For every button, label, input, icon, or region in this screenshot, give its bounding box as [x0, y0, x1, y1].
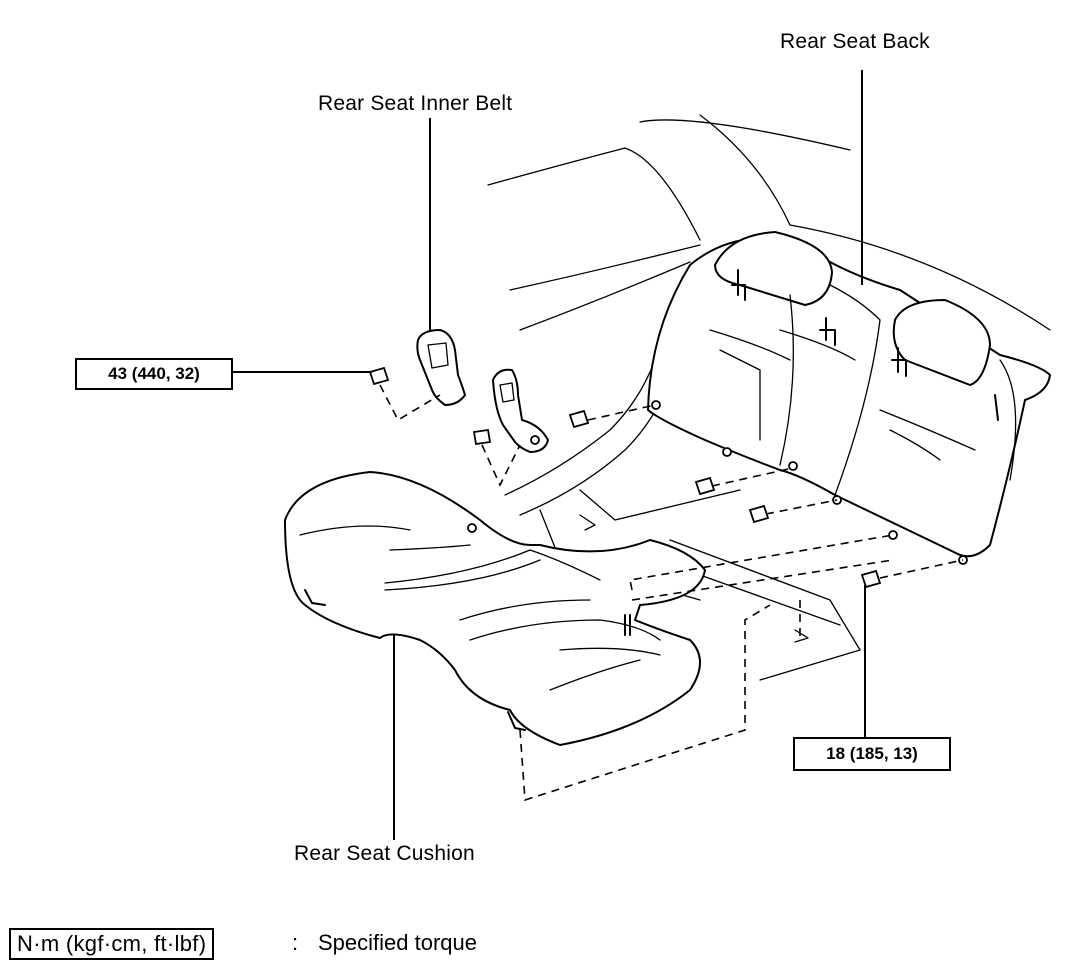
bolt-belt-left [368, 366, 390, 386]
label-rear-seat-inner-belt: Rear Seat Inner Belt [318, 92, 513, 115]
bolts [368, 366, 882, 589]
legend-units-box: N·m (kgf·cm, ft·lbf) [9, 928, 215, 960]
torque-spec-cushion-bolt: 18 (185, 13) [793, 737, 951, 771]
bolt-back-2 [694, 476, 716, 496]
legend-description: Specified torque [318, 930, 477, 955]
fastener-dashed-lines [379, 384, 964, 802]
bolt-belt-right [472, 428, 492, 446]
legend-separator: : [292, 930, 299, 955]
label-rear-seat-back: Rear Seat Back [780, 30, 930, 53]
bolt-cushion [860, 569, 882, 589]
leader-lines [230, 70, 866, 840]
rear-seat-inner-belt-drawing [416, 329, 549, 453]
bolt-back-1 [568, 409, 590, 429]
rear-seat-cushion-drawing [284, 471, 706, 746]
label-rear-seat-cushion: Rear Seat Cushion [294, 842, 475, 865]
torque-spec-belt-bolt: 43 (440, 32) [75, 358, 233, 390]
bolt-back-3 [748, 504, 770, 524]
rear-seat-back-drawing [647, 231, 1051, 565]
vehicle-body-outline [487, 114, 1051, 681]
